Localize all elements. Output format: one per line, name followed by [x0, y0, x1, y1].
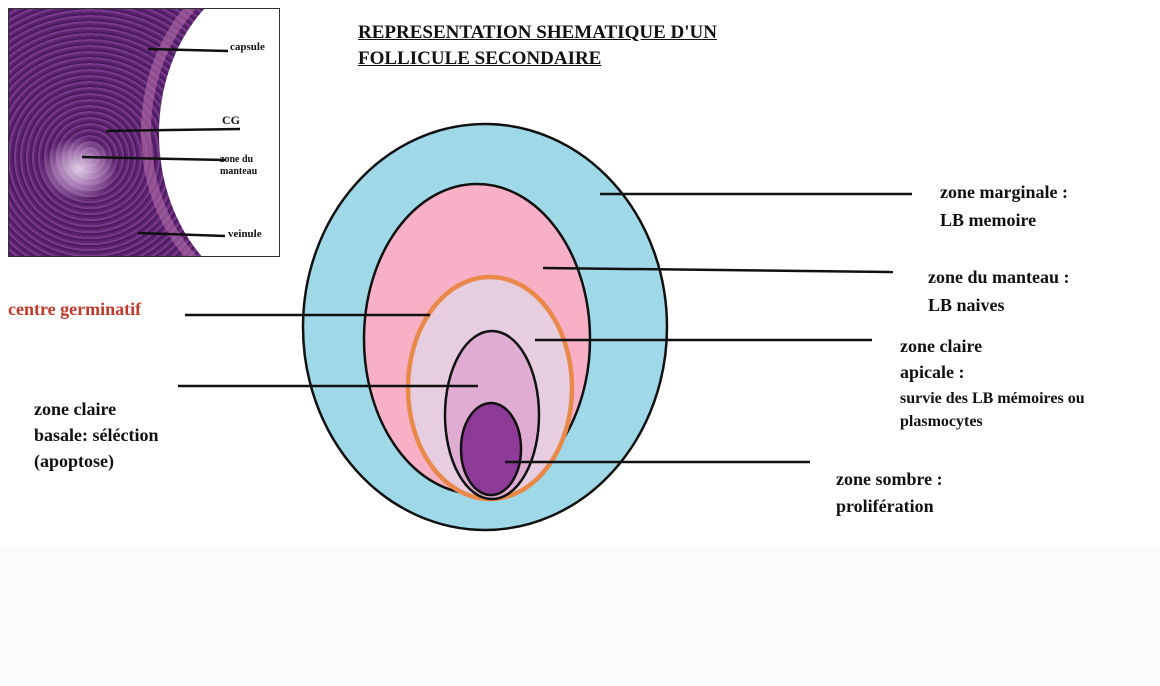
cg-pointer — [106, 129, 240, 131]
capsule-label: capsule — [230, 41, 265, 53]
zone-sombre-shape — [461, 403, 521, 495]
zone-marginale-label: zone marginale : LB memoire — [940, 178, 1068, 234]
veinule-label: veinule — [228, 228, 262, 240]
veinule-pointer — [138, 233, 225, 236]
zone-sombre-label: zone sombre : prolifération — [836, 466, 943, 520]
zone-du-manteau-pointer — [82, 157, 225, 160]
centre-germinatif-label: centre germinatif — [8, 299, 141, 320]
micrograph-pointers — [82, 49, 240, 236]
survie-label: survie des LB mémoires ou plasmocytes — [900, 387, 1085, 433]
zone-claire-basale-label: zone claire basale: séléction (apoptose) — [34, 396, 158, 474]
zone-du-manteau-micro-label: zone du manteau — [220, 154, 257, 178]
zone-du-manteau-label: zone du manteau : LB naives — [928, 263, 1070, 319]
capsule-pointer — [148, 49, 228, 51]
cg-label: CG — [222, 113, 240, 128]
zone-claire-apicale-label: zone claire apicale : — [900, 333, 982, 385]
